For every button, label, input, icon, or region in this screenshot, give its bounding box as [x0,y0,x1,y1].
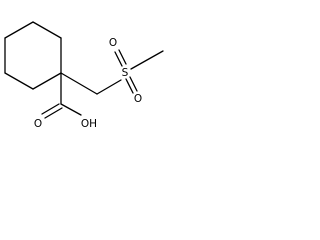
ring-bond-5 [4,72,34,90]
bond-ch2-s [96,79,122,95]
bond-s-o-top-b [118,49,127,65]
bond-c-o-double-b [44,107,63,119]
sulfonyl-oxygen-top-label: O [109,37,117,49]
carbonyl-oxygen-label: O [34,118,42,130]
bond-ring-ch2 [60,72,98,95]
structure-diagram: S O O O OH [4,21,164,130]
bond-c-o-double-a [41,103,60,115]
hydroxyl-label: OH [81,118,97,130]
sulfonyl-oxygen-bottom-label: O [134,93,142,105]
bond-s-o-bottom-b [129,76,138,92]
cyclohexane-ring [4,21,62,90]
ring-bond-3 [4,21,34,39]
bond-s-methyl [130,50,164,70]
ring-bond-2 [32,21,62,39]
ring-bond-6 [32,72,62,90]
bond-s-o-top-a [114,51,123,67]
bond-s-o-bottom-a [125,78,134,94]
bond-c-oh [60,103,82,116]
sulfur-label: S [122,67,129,79]
